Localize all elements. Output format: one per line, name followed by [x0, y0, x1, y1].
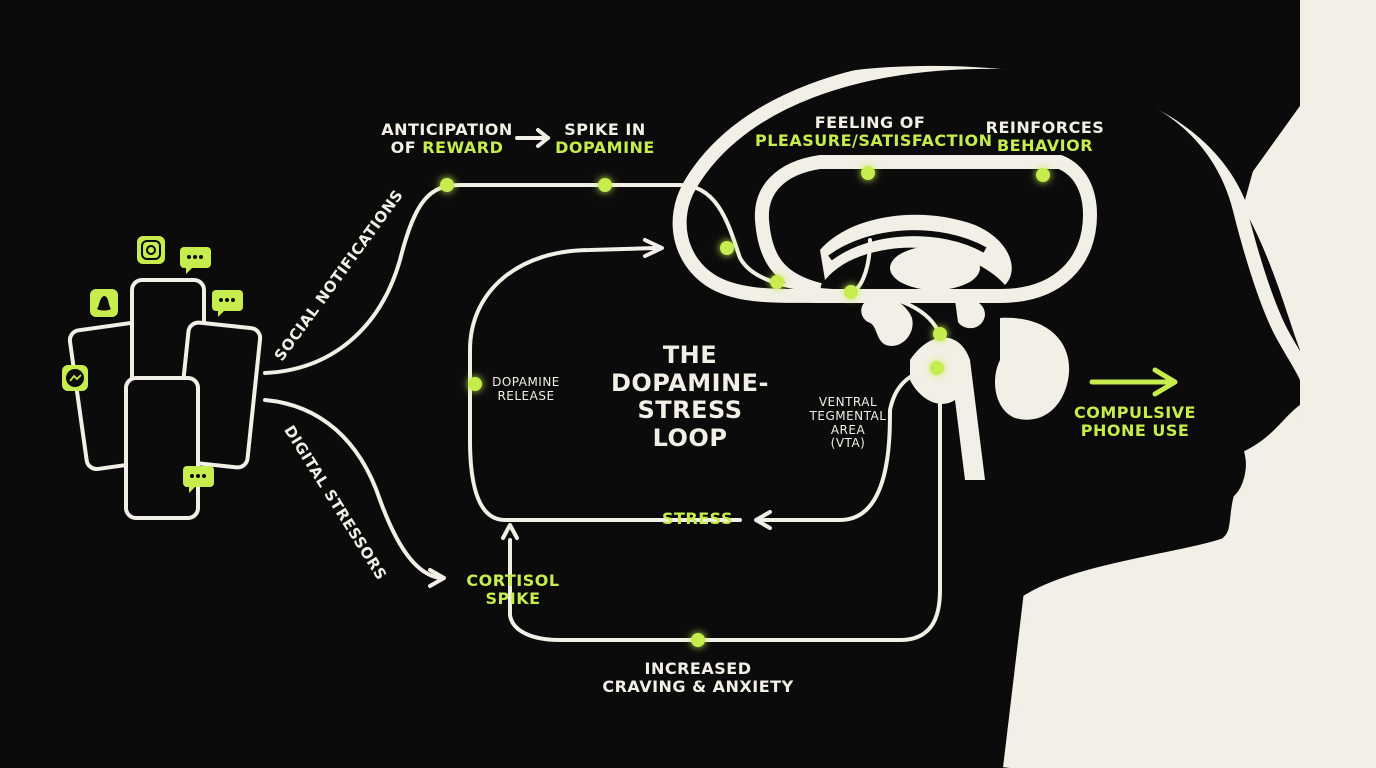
head-silhouette-icon [672, 0, 1376, 768]
messenger-icon [62, 365, 88, 391]
diagram-title: THE DOPAMINE-STRESS LOOP [610, 341, 770, 452]
loop-path [468, 246, 657, 522]
phone-stack-icon [67, 278, 263, 520]
pathway-nodes [440, 166, 1050, 647]
feeling-label: FEELING OF PLEASURE/SATISFACTION [755, 113, 993, 151]
anticipation-label: ANTICIPATION OF REWARD [381, 120, 513, 158]
spike-dopamine-label: SPIKE IN DOPAMINE [555, 120, 655, 158]
snapchat-icon [90, 289, 118, 317]
pathways [263, 183, 942, 642]
craving-label: INCREASED CRAVING & ANXIETY [602, 659, 794, 697]
dopamine-release-label: DOPAMINE RELEASE [492, 375, 560, 403]
instagram-icon [137, 236, 165, 264]
stress-return [760, 366, 942, 522]
brain-icon [820, 214, 1070, 480]
stress-path [263, 398, 442, 580]
compulsive-label: COMPULSIVE PHONE USE [1074, 403, 1196, 441]
stress-label: STRESS [661, 509, 733, 528]
vta-label: VENTRAL TEGMENTAL AREA (VTA) [809, 395, 887, 451]
reinforces-label: REINFORCES BEHAVIOR [985, 118, 1105, 156]
cortisol-label: CORTISOL SPIKE [466, 571, 560, 609]
craving-path [508, 338, 942, 642]
